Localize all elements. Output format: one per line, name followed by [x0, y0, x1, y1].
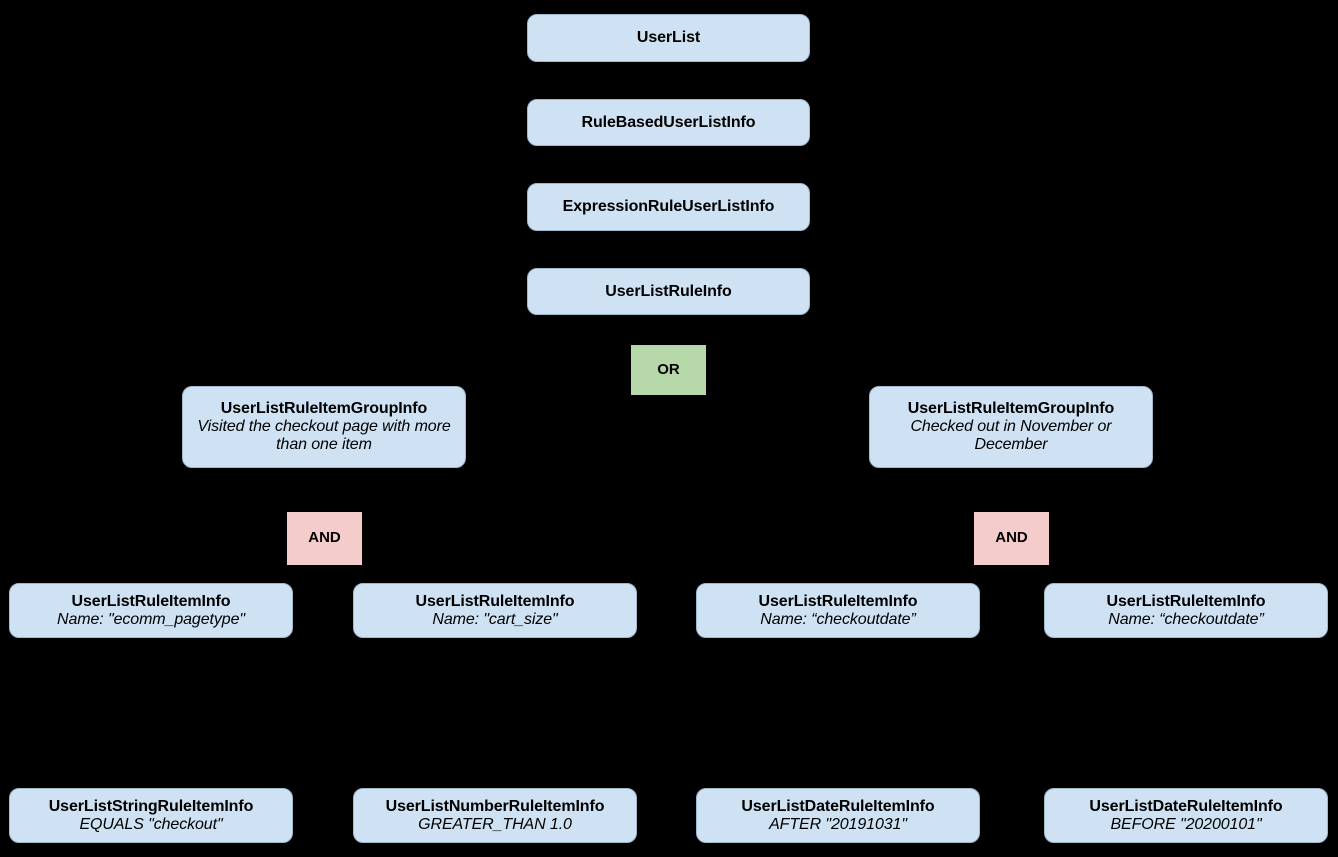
node-expression-rule-user-list-info[interactable]: ExpressionRuleUserListInfo: [527, 183, 810, 231]
node-title: UserListStringRuleItemInfo: [48, 797, 254, 815]
operator-label: AND: [995, 529, 1028, 547]
edge-item4-to-leaf4: [1186, 638, 1188, 788]
node-title: RuleBasedUserListInfo: [581, 113, 756, 131]
node-title: UserListDateRuleItemInfo: [1089, 797, 1283, 815]
node-title: UserListRuleItemInfo: [71, 592, 231, 610]
node-group-right[interactable]: UserListRuleItemGroupInfo Checked out in…: [869, 386, 1153, 468]
node-title: UserListRuleItemGroupInfo: [907, 400, 1115, 418]
node-subtitle: EQUALS "checkout": [79, 815, 223, 833]
node-and-left[interactable]: AND: [287, 512, 362, 565]
node-subtitle: Checked out in November or December: [910, 418, 1112, 453]
edge-and-left-to-item2: [495, 566, 497, 584]
node-leaf-4[interactable]: UserListDateRuleItemInfo BEFORE "2020010…: [1044, 788, 1328, 843]
node-subtitle: BEFORE "20200101": [1110, 815, 1262, 833]
operator-label: OR: [657, 360, 680, 378]
node-item-2[interactable]: UserListRuleItemInfo Name: "cart_size": [353, 583, 637, 638]
node-item-1[interactable]: UserListRuleItemInfo Name: "ecomm_pagety…: [9, 583, 293, 638]
edge-and-left-to-item1: [151, 566, 153, 584]
node-subtitle: Name: “checkoutdate”: [760, 610, 916, 628]
node-group-left[interactable]: UserListRuleItemGroupInfo Visited the ch…: [182, 386, 466, 468]
node-rule-based-user-list-info[interactable]: RuleBasedUserListInfo: [527, 99, 810, 146]
node-subtitle: Name: "cart_size": [432, 610, 558, 628]
node-subtitle: AFTER "20191031": [769, 815, 907, 833]
node-user-list[interactable]: UserList: [527, 14, 810, 62]
edge-item2-to-leaf2: [495, 638, 497, 788]
node-subtitle: Name: “checkoutdate”: [1108, 610, 1264, 628]
node-title: ExpressionRuleUserListInfo: [562, 198, 775, 216]
edge-group-right-to-and-right: [1011, 468, 1013, 510]
edge-group-left-to-and-left: [324, 468, 326, 510]
node-subtitle: Visited the checkout page with more than…: [197, 418, 451, 453]
node-subtitle: GREATER_THAN 1.0: [418, 815, 572, 833]
node-and-right[interactable]: AND: [974, 512, 1049, 565]
edge-item1-to-leaf1: [151, 638, 153, 788]
node-title: UserListDateRuleItemInfo: [741, 797, 935, 815]
operator-label: AND: [308, 529, 341, 547]
node-leaf-3[interactable]: UserListDateRuleItemInfo AFTER "20191031…: [696, 788, 980, 843]
node-title: UserListRuleInfo: [605, 282, 732, 300]
edge-rulebased-to-expression: [668, 146, 670, 184]
edge-and-right-to-item4: [1186, 566, 1188, 584]
edge-item3-to-leaf3: [838, 638, 840, 788]
node-item-3[interactable]: UserListRuleItemInfo Name: “checkoutdate…: [696, 583, 980, 638]
node-or-operator[interactable]: OR: [631, 345, 706, 395]
edge-expression-to-ruleinfo: [668, 231, 670, 269]
edge-ruleinfo-to-or: [668, 315, 670, 345]
node-leaf-2[interactable]: UserListNumberRuleItemInfo GREATER_THAN …: [353, 788, 637, 843]
node-title: UserList: [636, 29, 701, 47]
edge-and-right-to-item3: [838, 566, 840, 584]
node-title: UserListRuleItemInfo: [1106, 592, 1266, 610]
node-item-4[interactable]: UserListRuleItemInfo Name: “checkoutdate…: [1044, 583, 1328, 638]
node-title: UserListRuleItemGroupInfo: [220, 400, 428, 418]
node-title: UserListNumberRuleItemInfo: [385, 797, 605, 815]
node-title: UserListRuleItemInfo: [415, 592, 575, 610]
edge-userlist-to-rulebased: [668, 62, 670, 100]
node-title: UserListRuleItemInfo: [758, 592, 918, 610]
node-leaf-1[interactable]: UserListStringRuleItemInfo EQUALS "check…: [9, 788, 293, 843]
node-user-list-rule-info[interactable]: UserListRuleInfo: [527, 268, 810, 315]
node-subtitle: Name: "ecomm_pagetype": [57, 610, 245, 628]
